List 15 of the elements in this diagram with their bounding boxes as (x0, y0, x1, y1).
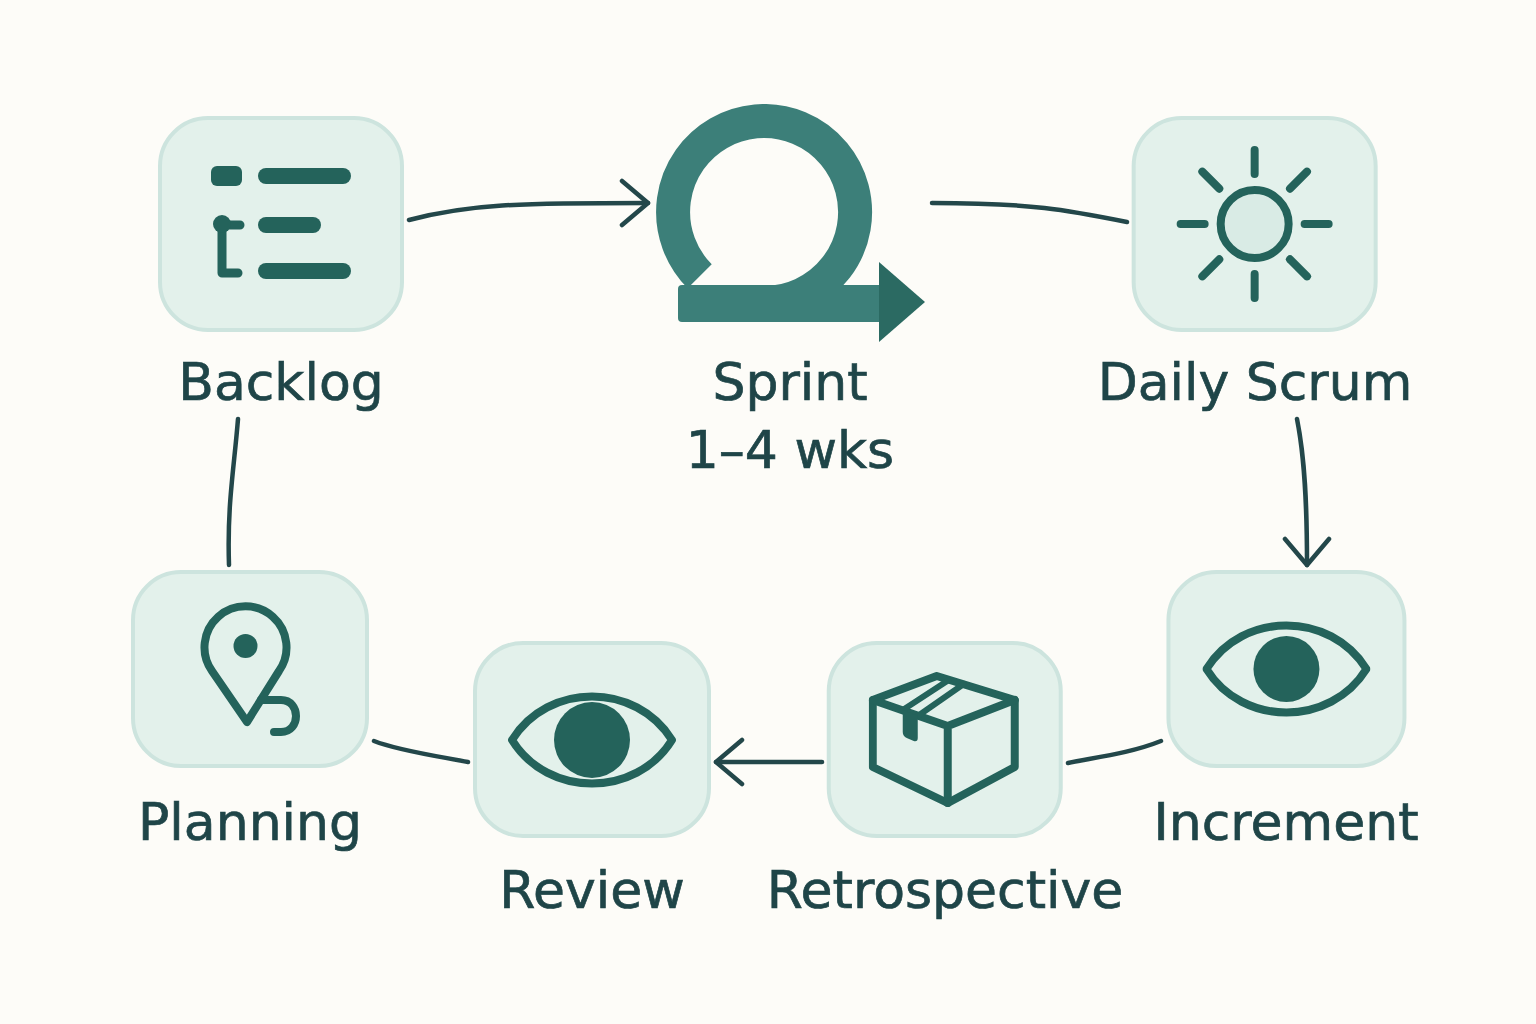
step-label: Retrospective (766, 859, 1124, 922)
arrow (1282, 416, 1332, 568)
step-label: Sprint (712, 351, 868, 414)
step-label: Increment (1153, 791, 1419, 854)
step-label: Planning (138, 791, 362, 854)
step-sublabel: 1–4 wks (685, 419, 895, 482)
arrow (406, 178, 651, 228)
arrow (713, 737, 825, 787)
step-label: Backlog (178, 351, 384, 414)
connector-line (1065, 738, 1164, 766)
connector-line (226, 416, 241, 568)
connector-line (929, 200, 1130, 225)
step-label: Daily Scrum (1097, 351, 1413, 414)
step-label: Review (499, 859, 685, 922)
connector-line (371, 738, 471, 765)
